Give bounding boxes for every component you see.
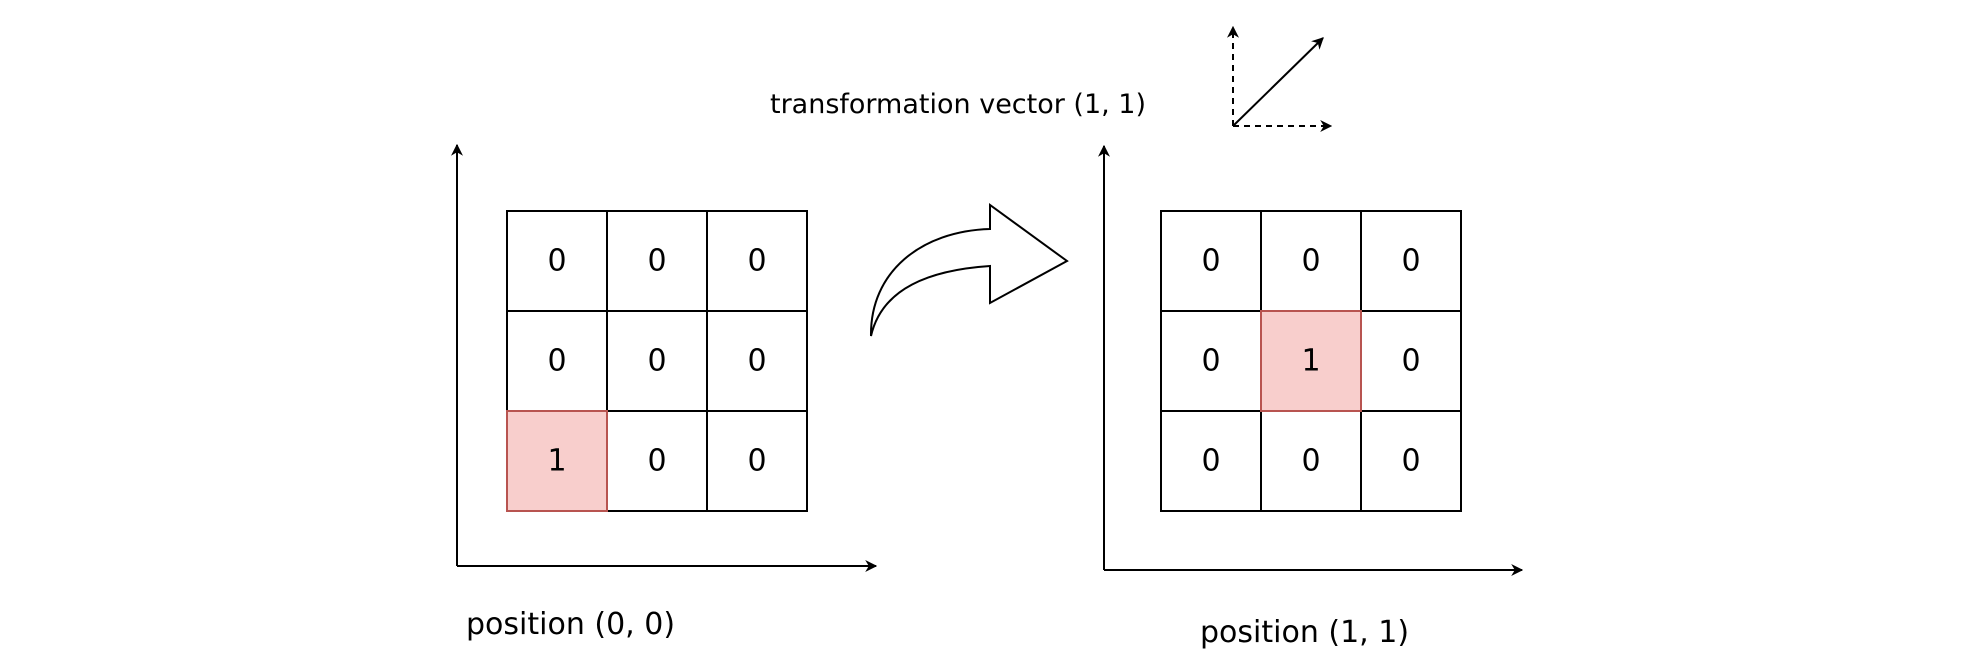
grid-cell-highlighted bbox=[1260, 310, 1362, 412]
vector-diagonal bbox=[1232, 37, 1324, 127]
grid-cell-value: 1 bbox=[547, 444, 566, 479]
caption-after: position (1, 1) bbox=[1200, 615, 1409, 650]
grid-cell bbox=[706, 210, 808, 312]
grid-cell-value: 0 bbox=[747, 444, 766, 479]
grid-cell-value: 0 bbox=[747, 244, 766, 279]
grid-cell-value: 0 bbox=[1301, 444, 1320, 479]
grid-cell bbox=[706, 310, 808, 412]
grid-cell bbox=[1360, 310, 1462, 412]
grid-cell-highlighted bbox=[506, 410, 608, 512]
grid-cell-value: 0 bbox=[647, 344, 666, 379]
grid-before: 0 0 0 0 0 0 1 0 0 bbox=[506, 210, 808, 512]
right-axes bbox=[1098, 144, 1524, 576]
grid-cell bbox=[1360, 210, 1462, 312]
grid-cell-value: 1 bbox=[1301, 344, 1320, 379]
grid-cell bbox=[506, 310, 608, 412]
grid-cell-value: 0 bbox=[1401, 444, 1420, 479]
grid-cell-value: 0 bbox=[1401, 344, 1420, 379]
grid-cell-value: 0 bbox=[747, 344, 766, 379]
grid-cell-value: 0 bbox=[1201, 444, 1220, 479]
transformation-vector-label: transformation vector (1, 1) bbox=[770, 89, 1146, 120]
grid-cell-value: 0 bbox=[547, 344, 566, 379]
caption-before: position (0, 0) bbox=[466, 607, 675, 642]
grid-cell-value: 0 bbox=[647, 244, 666, 279]
grid-cell-value: 0 bbox=[547, 244, 566, 279]
grid-after: 0 0 0 0 1 0 0 0 0 bbox=[1160, 210, 1462, 512]
grid-cell-value: 0 bbox=[1201, 344, 1220, 379]
grid-cell-value: 0 bbox=[1301, 244, 1320, 279]
grid-cell-value: 0 bbox=[1201, 244, 1220, 279]
grid-cell bbox=[1260, 210, 1362, 312]
curved-transform-arrow bbox=[869, 203, 1069, 337]
grid-cell bbox=[1160, 210, 1262, 312]
grid-cell bbox=[506, 210, 608, 312]
transformation-vector-glyph bbox=[1227, 25, 1333, 132]
grid-cell-value: 0 bbox=[647, 444, 666, 479]
grid-cell bbox=[1360, 410, 1462, 512]
left-axes bbox=[451, 143, 878, 572]
grid-cell bbox=[706, 410, 808, 512]
grid-cell-value: 0 bbox=[1401, 244, 1420, 279]
